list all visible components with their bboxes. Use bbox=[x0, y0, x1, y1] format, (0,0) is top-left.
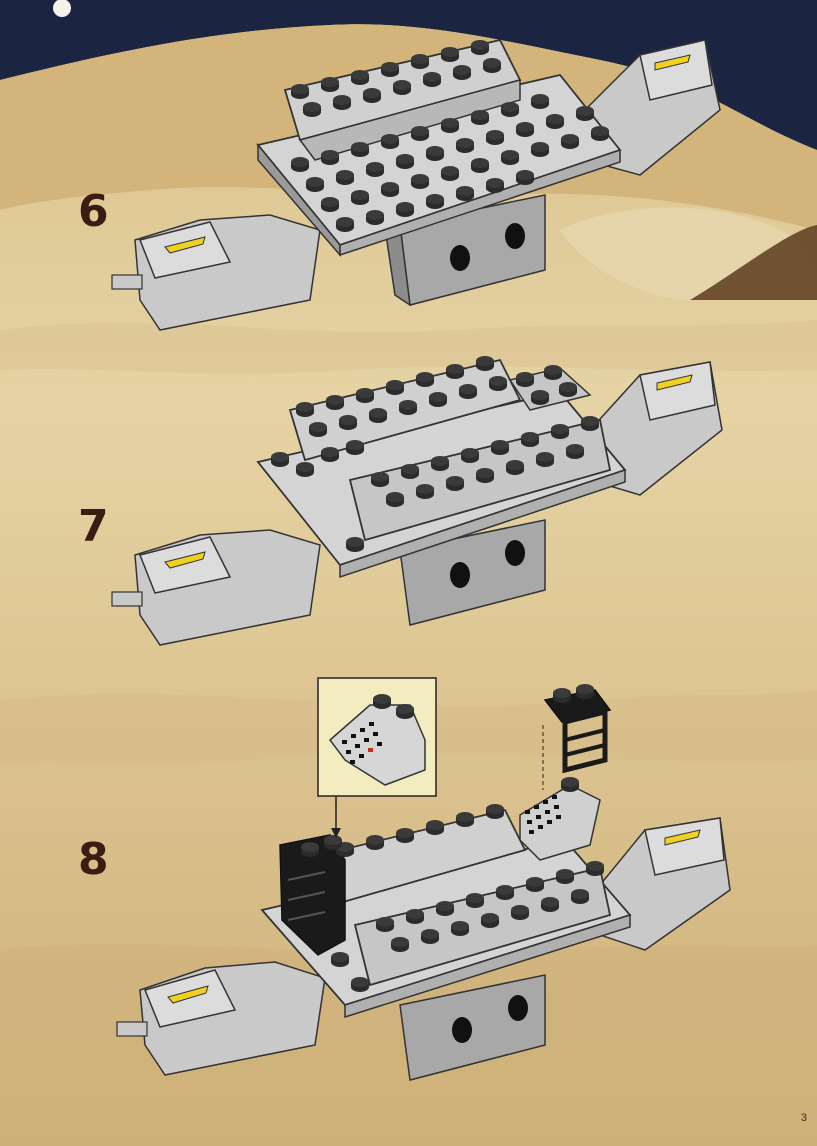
step-7-model bbox=[111, 356, 723, 646]
part-callout bbox=[317, 677, 437, 838]
step-6-model bbox=[111, 38, 721, 331]
step-8-model bbox=[116, 777, 731, 1081]
page-number: 3 bbox=[800, 1112, 807, 1124]
ladder-part bbox=[542, 684, 612, 790]
step-number-7: 7 bbox=[78, 501, 109, 552]
step-number-8: 8 bbox=[78, 834, 109, 885]
step-number-6: 6 bbox=[78, 186, 109, 237]
